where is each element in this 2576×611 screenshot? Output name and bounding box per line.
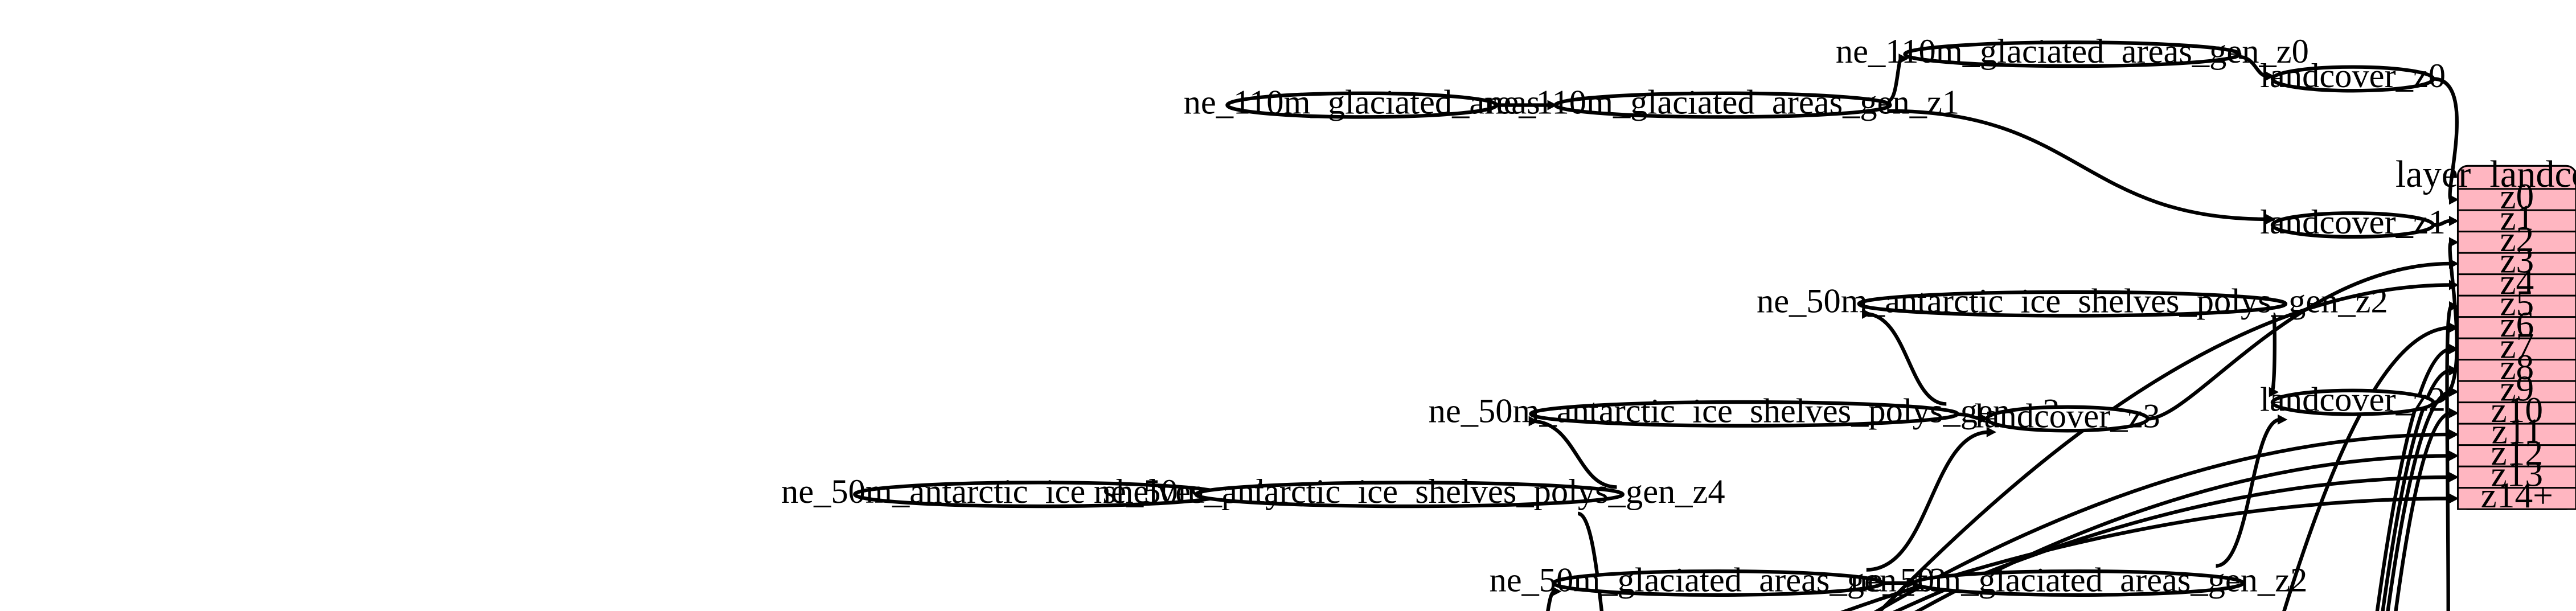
edge-arrowhead — [2265, 71, 2275, 81]
graph-node-ne_50m_glaciated_areas_gen_z2[interactable]: ne_50m_glaciated_areas_gen_z2 — [1850, 561, 2307, 600]
graph-edge — [2386, 386, 2459, 611]
graph-edge — [2238, 55, 2275, 81]
node-label: ne_50m_antarctic_ice_shelves_polys_gen_z… — [1757, 282, 2388, 320]
edge-arrowhead — [2266, 214, 2276, 224]
graph-node-landcover_z0[interactable]: landcover_z0 — [2260, 57, 2446, 95]
graph-edge — [1546, 586, 1562, 611]
graph-node-landcover_z2[interactable]: landcover_z2 — [2260, 380, 2446, 419]
graph-edge — [1528, 416, 1617, 489]
node-ellipse[interactable] — [2270, 388, 2435, 416]
node-ellipse[interactable] — [2270, 65, 2435, 93]
edge-arrowhead — [2448, 386, 2459, 397]
node-label: ne_50m_antarctic_ice_shelves_polys_gen_z… — [1429, 392, 2060, 430]
edge-arrowhead — [2448, 450, 2459, 461]
graph-node-ne_110m_glaciated_areas[interactable]: ne_110m_glaciated_areas — [1184, 83, 1540, 121]
graph-node-ne_110m_glaciated_areas_gen_z0[interactable]: ne_110m_glaciated_areas_gen_z0 — [1836, 32, 2309, 71]
node-ellipse[interactable] — [2270, 211, 2435, 239]
graph-node-ne_110m_glaciated_areas_gen_z1[interactable]: ne_110m_glaciated_areas_gen_z1 — [1486, 83, 1959, 121]
edge-arrowhead — [1979, 413, 1989, 424]
node-label: ne_50m_antarctic_ice_shelves_polys_gen_z… — [1094, 473, 1725, 511]
graph-edge — [2433, 77, 2459, 205]
edge-arrowhead — [2269, 387, 2279, 397]
edge-arrowhead — [1898, 54, 1909, 64]
table-row[interactable] — [2457, 316, 2576, 339]
graph-node-ne_50m_antarctic_ice_shelves_polys_gen_z2[interactable]: ne_50m_antarctic_ice_shelves_polys_gen_z… — [1757, 282, 2388, 320]
edge-arrowhead — [2448, 365, 2459, 376]
table-cell-label: z14+ — [2481, 475, 2553, 515]
edge-arrowhead — [2448, 429, 2459, 440]
table-row[interactable] — [2457, 423, 2576, 446]
graph-edge — [1887, 109, 2276, 224]
graph-edge — [1888, 54, 1909, 102]
edge-arrowhead — [2448, 343, 2459, 354]
node-ellipse[interactable] — [1529, 400, 1959, 428]
nodes-layer: imposm3osm_landcover_polygonsimplify_vw_… — [781, 32, 2446, 600]
node-label: landcover_z1 — [2260, 203, 2446, 241]
edge-arrowhead — [1552, 586, 1562, 597]
graph-edge — [2445, 301, 2459, 611]
graph-node-ne_50m_antarctic_ice_shelves_polys_gen_z4[interactable]: ne_50m_antarctic_ice_shelves_polys_gen_z… — [1094, 473, 1725, 511]
graph-node-ne_50m_antarctic_ice_shelves_polys_gen_z3[interactable]: ne_50m_antarctic_ice_shelves_polys_gen_z… — [1429, 392, 2060, 430]
node-label: landcover_z2 — [2260, 380, 2446, 419]
graph-edge — [1496, 100, 1557, 110]
table-row[interactable] — [2457, 487, 2576, 510]
graph-edge — [2216, 414, 2288, 568]
graph-edge — [2394, 408, 2459, 611]
node-label: ne_50m_glaciated_areas_gen_z3 — [1489, 561, 1946, 600]
edge-arrowhead — [2448, 471, 2459, 482]
node-label: ne_110m_glaciated_areas_gen_z0 — [1836, 32, 2309, 71]
edge-arrowhead — [2448, 258, 2459, 269]
edge-arrowhead — [1547, 100, 1557, 110]
edge-arrowhead — [1986, 427, 1997, 437]
node-label: ne_50m_glaciated_areas_gen_z2 — [1850, 561, 2307, 600]
node-ellipse[interactable] — [1903, 40, 2242, 68]
node-label: landcover_z0 — [2260, 57, 2446, 95]
edge-arrowhead — [2278, 414, 2288, 425]
node-label: ne_110m_glaciated_areas_gen_z1 — [1486, 83, 1959, 121]
graph-node-landcover_z1[interactable]: landcover_z1 — [2260, 203, 2446, 241]
node-ellipse[interactable] — [1194, 481, 1625, 509]
edge-arrowhead — [2448, 194, 2459, 205]
graph-edge — [2381, 365, 2459, 611]
edge-arrowhead — [2448, 215, 2459, 226]
graph-edge — [1877, 280, 2459, 611]
graph-edge — [2269, 312, 2279, 397]
graph-edge — [2147, 258, 2459, 421]
edge-arrowhead — [1528, 416, 1539, 427]
graph-edge — [1577, 511, 1604, 611]
node-ellipse[interactable] — [1552, 569, 1884, 597]
graph-node-ne_50m_glaciated_areas_gen_z3[interactable]: ne_50m_glaciated_areas_gen_z3 — [1489, 561, 1946, 600]
edge-arrowhead — [1862, 309, 1872, 319]
edge-arrowhead — [2448, 280, 2459, 290]
node-ellipse[interactable] — [1913, 569, 2245, 597]
edge-arrowhead — [2448, 408, 2459, 419]
graph-edge — [2433, 215, 2459, 227]
edges-layer — [1188, 54, 2459, 611]
edge-arrowhead — [2448, 322, 2459, 333]
graph-edge — [1914, 450, 2459, 611]
graph-edge — [1866, 427, 1997, 572]
node-label: ne_110m_glaciated_areas — [1184, 83, 1540, 121]
edge-arrowhead — [2448, 301, 2459, 311]
table-row[interactable] — [2457, 337, 2576, 361]
graph-edge — [1957, 412, 1989, 424]
edge-arrowhead — [2448, 237, 2459, 248]
node-ellipse[interactable] — [1225, 91, 1499, 119]
graph-edge — [2282, 322, 2459, 611]
node-ellipse[interactable] — [1553, 91, 1892, 119]
node-ellipse[interactable] — [1857, 290, 2288, 318]
layer-landcover-table: layer_landcoverz0z1z2z3z4z5z6z7z8z9z10z1… — [2395, 154, 2576, 515]
node-label: landcover_z3 — [1975, 397, 2160, 435]
graph-edge — [1862, 309, 1947, 406]
graph-edge — [1873, 429, 2459, 611]
node-ellipse[interactable] — [1985, 405, 2150, 433]
graph-node-landcover_z3[interactable]: landcover_z3 — [1975, 397, 2160, 435]
edge-arrowhead — [2448, 493, 2459, 504]
